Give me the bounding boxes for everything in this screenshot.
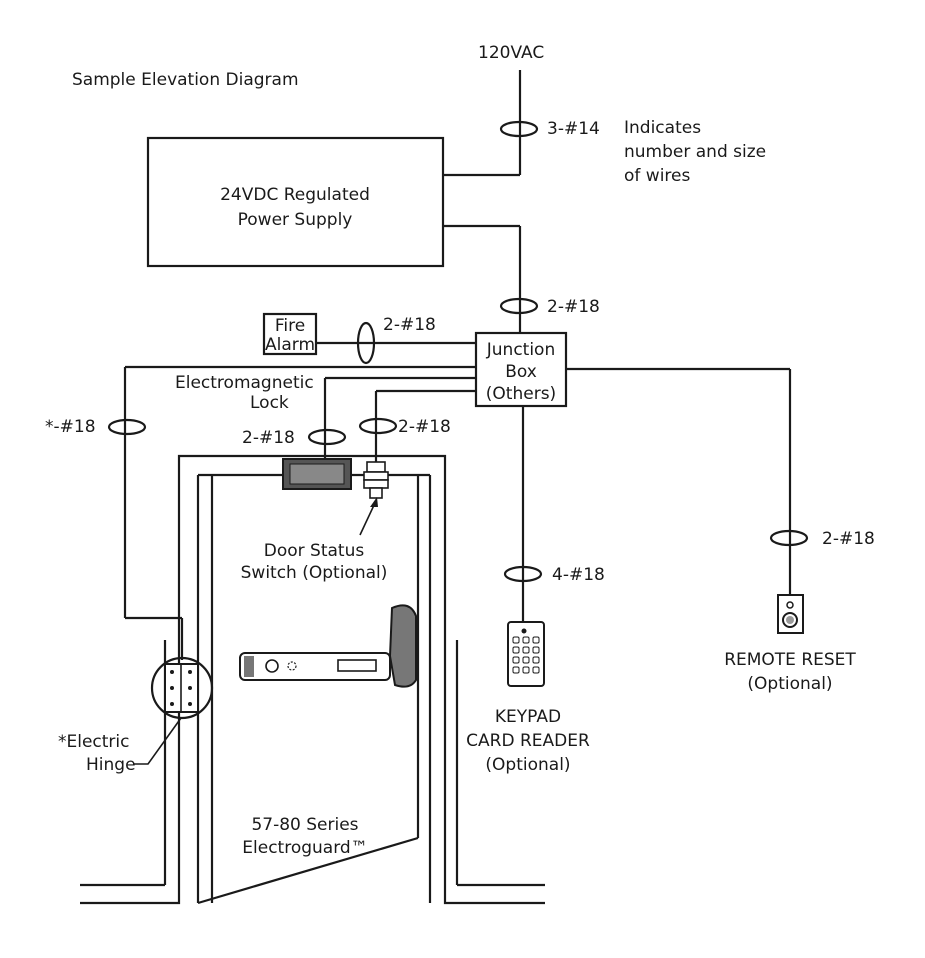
reset-label-2: (Optional): [747, 674, 832, 694]
fire-alarm-box: [262, 312, 318, 356]
wire-label-fire-alarm: 2-#18: [383, 315, 436, 335]
wire-marker-hinge: [107, 418, 147, 436]
wire-marker-supply: [499, 297, 539, 315]
power-supply-label-1: 24VDC Regulated: [220, 185, 370, 205]
wire-label-maglock: 2-#18: [242, 428, 295, 448]
fire-alarm-label-2: Alarm: [265, 335, 315, 355]
wire-marker-reset: [769, 529, 809, 547]
keypad-label-1: KEYPAD: [495, 707, 561, 727]
power-supply-label-2: Power Supply: [238, 210, 353, 230]
power-source-label: 120VAC: [478, 43, 544, 63]
door-status-label-1: Door Status: [264, 541, 365, 561]
device-label-2: Electroguard™: [242, 838, 367, 858]
hinge-label-2: Hinge: [86, 755, 136, 775]
junction-box-label-1: Junction: [486, 340, 555, 360]
door-status-arrowhead: [370, 497, 378, 507]
maglock-label-1: Electromagnetic: [175, 373, 314, 393]
hinge-pointer: [133, 717, 182, 765]
door-status-label-2: Switch (Optional): [241, 563, 388, 583]
electromagnetic-lock: [282, 458, 352, 490]
junction-box-label-2: Box: [505, 362, 537, 382]
keypad-label-2: CARD READER: [466, 731, 590, 751]
exit-device: [239, 604, 417, 688]
fire-alarm-label-1: Fire: [275, 316, 305, 336]
wire-marker-3-14: [499, 120, 539, 138]
reset-label-1: REMOTE RESET: [724, 650, 856, 670]
door-status-pointer: [359, 502, 376, 536]
hinge-label-1: *Electric: [58, 732, 130, 752]
door-status-switch: [363, 461, 389, 499]
wire-label-supply: 2-#18: [547, 297, 600, 317]
diagram-title: Sample Elevation Diagram: [72, 70, 299, 90]
wire-marker-maglock: [307, 428, 347, 446]
electric-hinge: [150, 656, 214, 720]
wire-marker-fire-alarm: [356, 321, 376, 365]
wire-label-keypad: 4-#18: [552, 565, 605, 585]
wire-marker-keypad: [503, 565, 543, 583]
wire-marker-door-status: [358, 417, 398, 435]
wire-marker-label-3-14: 3-#14: [547, 119, 600, 139]
legend-line-1: Indicates: [624, 118, 701, 138]
power-supply-box: [146, 136, 445, 268]
device-label-1: 57-80 Series: [251, 815, 358, 835]
legend-line-3: of wires: [624, 166, 690, 186]
maglock-label-2: Lock: [250, 393, 289, 413]
legend-line-2: number and size: [624, 142, 766, 162]
wire-label-reset: 2-#18: [822, 529, 875, 549]
wire-label-hinge: *-#18: [45, 417, 96, 437]
keypad-card-reader: [507, 621, 545, 687]
remote-reset-button: [777, 594, 804, 634]
keypad-label-3: (Optional): [485, 755, 570, 775]
wire-label-door-status: 2-#18: [398, 417, 451, 437]
junction-box-label-3: (Others): [486, 384, 556, 404]
